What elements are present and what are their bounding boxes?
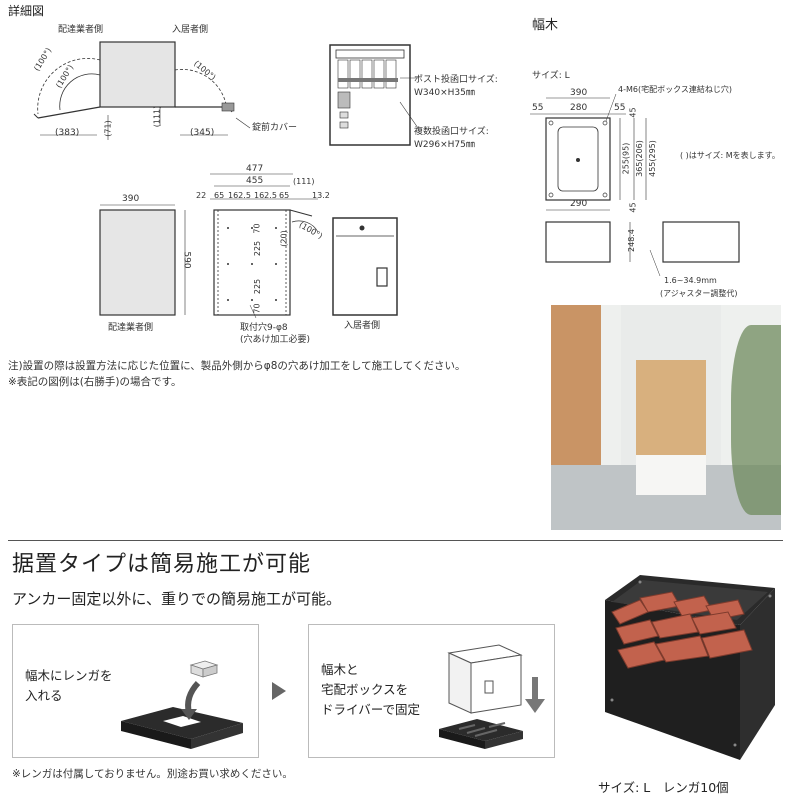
photo-door bbox=[551, 305, 601, 465]
front-width-dim: 390 bbox=[122, 194, 140, 204]
simple-install-headline: 据置タイプは簡易施工が可能 bbox=[12, 552, 312, 577]
brick-footnote: ※レンガは付属しておりません。別途お買い求めください。 bbox=[12, 768, 293, 780]
installed-photo bbox=[551, 305, 781, 530]
step1-line1: 幅木にレンガを bbox=[25, 668, 113, 683]
bb-dim-290: 290 bbox=[570, 199, 588, 209]
multi-slot-size: W296×H75㎜ bbox=[414, 140, 475, 150]
dim-455: 455 bbox=[246, 176, 264, 186]
mount-hole-label: 取付穴9-φ8 bbox=[240, 323, 288, 333]
step2-line3: ドライバーで固定 bbox=[321, 702, 421, 717]
step1-illustration bbox=[121, 660, 243, 749]
section-divider bbox=[8, 540, 783, 541]
step-arrow bbox=[272, 682, 286, 700]
bb-adjuster-note: (アジャスター調整代) bbox=[660, 289, 738, 298]
bb-bolt-label: 4-M6(宅配ボックス連結ねじ穴) bbox=[618, 85, 732, 94]
dim-row-1625b: 162.5 bbox=[254, 191, 277, 200]
dim-row-65b: 65 bbox=[279, 191, 290, 200]
dim-111-side: (111) bbox=[293, 177, 315, 186]
dim-row-132: 13.2 bbox=[312, 191, 330, 200]
label-delivery-side: 配達業者側 bbox=[58, 25, 104, 35]
post-slot-label: ポスト投函口サイズ: bbox=[414, 75, 498, 85]
bb-dim-55a: 55 bbox=[532, 103, 544, 113]
photo-white-base bbox=[636, 455, 706, 495]
dim-row-22: 22 bbox=[196, 191, 207, 200]
step2-card: 幅木と 宅配ボックスを ドライバーで固定 bbox=[308, 624, 555, 758]
bb-m-note: ( )はサイズ: Mを表します。 bbox=[680, 151, 780, 160]
install-note: 注)設置の際は設置方法に応じた位置に、製品外側からφ8の穴あけ加工をして施工して… bbox=[8, 360, 466, 372]
step1-card: 幅木にレンガを 入れる bbox=[12, 624, 259, 758]
simple-install-sub: アンカー固定以外に、重りでの簡易施工が可能。 bbox=[12, 590, 341, 608]
step2-line1: 幅木と bbox=[321, 662, 359, 677]
photo-plant bbox=[731, 325, 781, 515]
bb-dim-55b: 55 bbox=[614, 103, 626, 113]
right-hand-note: ※表記の図例は(右勝手)の場合です。 bbox=[8, 376, 182, 388]
mount-hole-note: (穴あけ加工必要) bbox=[240, 335, 311, 345]
label-resident-side: 入居者側 bbox=[172, 25, 209, 35]
step1-line2: 入れる bbox=[25, 688, 63, 703]
dim-row-1625a: 162.5 bbox=[228, 191, 251, 200]
lock-cover-label: 錠前カバー bbox=[252, 123, 298, 133]
dim-345: (345) bbox=[190, 128, 215, 138]
photo-wood-box bbox=[636, 360, 706, 455]
step2-line2: 宅配ボックスを bbox=[321, 682, 409, 697]
front-view-label: 配達業者側 bbox=[108, 323, 154, 333]
baseboard-size: サイズ: L bbox=[532, 71, 570, 81]
back-view-label: 入居者側 bbox=[344, 321, 381, 331]
brick-caption: サイズ: L レンガ10個 bbox=[598, 780, 729, 795]
detail-title: 詳細図 bbox=[8, 4, 45, 18]
dim-row-65a: 65 bbox=[214, 191, 225, 200]
dim-383: (383) bbox=[55, 128, 80, 138]
multi-slot-label: 複数投函口サイズ: bbox=[414, 127, 489, 137]
bb-dim-390: 390 bbox=[570, 88, 588, 98]
step2-illustration bbox=[439, 644, 545, 749]
dim-477: 477 bbox=[246, 164, 264, 174]
baseboard-title: 幅木 bbox=[532, 18, 559, 33]
bb-adjuster-range: 1.6~34.9mm bbox=[664, 276, 717, 285]
bb-dim-280: 280 bbox=[570, 103, 588, 113]
post-slot-size: W340×H35㎜ bbox=[414, 88, 475, 98]
